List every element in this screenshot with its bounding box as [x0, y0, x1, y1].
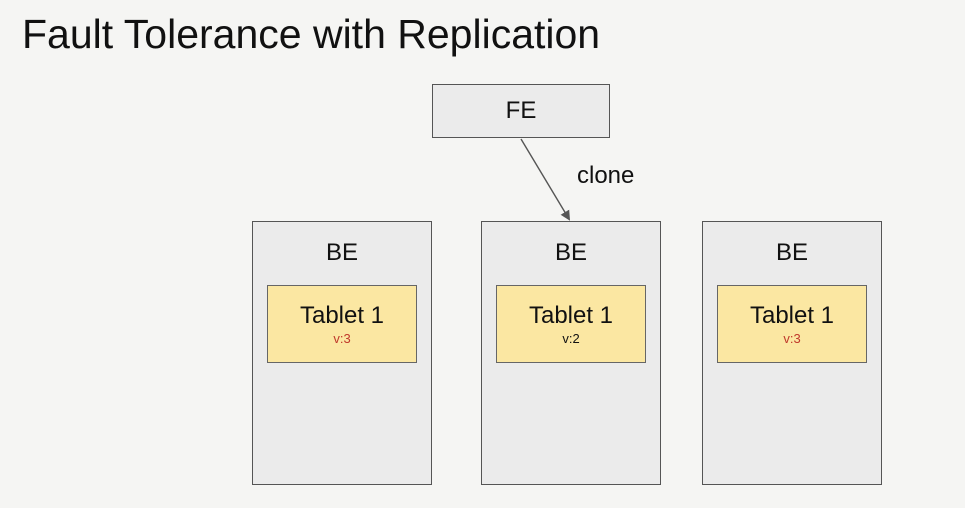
- tablet-name: Tablet 1: [528, 302, 614, 329]
- tablet-name: Tablet 1: [299, 302, 385, 329]
- be-node-2: BE Tablet 1 v:2: [481, 221, 661, 485]
- be-node-1: BE Tablet 1 v:3: [252, 221, 432, 485]
- tablet-replica: Tablet 1 v:3: [267, 285, 417, 363]
- be-label: BE: [554, 239, 587, 266]
- tablet-name: Tablet 1: [749, 302, 835, 329]
- tablet-version: v:3: [333, 331, 351, 346]
- be-node-3: BE Tablet 1 v:3: [702, 221, 882, 485]
- be-label: BE: [775, 239, 808, 266]
- tablet-version: v:2: [562, 331, 580, 346]
- slide-title: Fault Tolerance with Replication: [22, 11, 601, 57]
- fe-label: FE: [505, 97, 537, 124]
- fe-node: FE: [432, 84, 610, 138]
- be-label: BE: [325, 239, 358, 266]
- clone-arrow-line: [520, 138, 571, 221]
- tablet-version: v:3: [783, 331, 801, 346]
- tablet-replica: Tablet 1 v:3: [717, 285, 867, 363]
- tablet-replica: Tablet 1 v:2: [496, 285, 646, 363]
- clone-label: clone: [577, 162, 635, 189]
